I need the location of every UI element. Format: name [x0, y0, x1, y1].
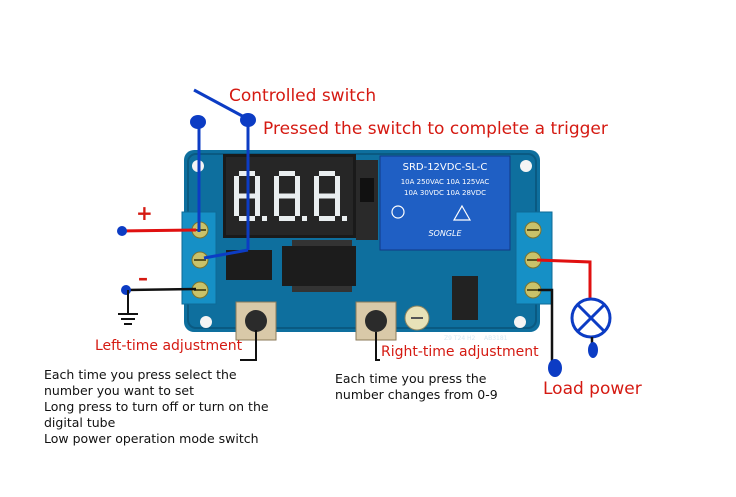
switch-contact-icon — [190, 115, 206, 129]
right-terminal-block — [515, 211, 553, 305]
left-button — [235, 301, 277, 341]
relay: SRD-12VDC-SL-C 10A 250VAC 10A 125VAC 10A… — [379, 155, 511, 251]
display-segment — [314, 196, 319, 216]
minus-sign: – — [138, 266, 148, 290]
jumper — [360, 178, 374, 202]
controlled-switch-label: Controlled switch — [229, 86, 377, 106]
note-line: Low power operation mode switch — [44, 431, 259, 446]
note-line: Each time you press select the number yo… — [44, 367, 237, 398]
seven-segment-display: 8.8.8. — [223, 154, 356, 238]
display-segment — [314, 176, 319, 196]
display-segment — [319, 193, 335, 199]
display-segment — [335, 176, 340, 196]
board-code-text: AB3181 — [484, 335, 508, 342]
display-segment — [274, 176, 279, 196]
display-segment — [279, 216, 295, 221]
mount-hole-icon — [520, 160, 532, 172]
left-button-notes: Each time you press select the number yo… — [44, 367, 269, 447]
display-segment — [335, 196, 340, 216]
mount-hole-icon — [200, 316, 212, 328]
relay-model-text: SRD-12VDC-SL-C — [403, 162, 488, 173]
right-button — [355, 301, 397, 341]
display-segment — [274, 196, 279, 216]
display-segment — [279, 193, 295, 199]
relay-rating-text: 10A 30VDC 10A 28VDC — [404, 189, 486, 197]
display-segment — [255, 176, 260, 196]
display-digits-text: 8.8.8. — [290, 231, 294, 233]
power-input-wiring — [117, 226, 197, 325]
relay-rating-text: 10A 250VAC 10A 125VAC — [401, 178, 490, 186]
display-segment — [255, 196, 260, 216]
display-decimal-point — [262, 216, 267, 221]
trigger-note-label: Pressed the switch to complete a trigger — [263, 119, 608, 139]
display-segment — [295, 196, 300, 216]
load-power-label: Load power — [543, 379, 642, 399]
left-pointer-line — [240, 330, 257, 361]
display-segment — [319, 216, 335, 221]
display-segment — [319, 171, 335, 176]
ic-chip — [226, 250, 272, 280]
display-decimal-point — [302, 216, 307, 221]
display-segment — [234, 176, 239, 196]
board-code-text: Z9 T24 H2 — [444, 335, 476, 342]
right-time-adjustment-label: Right-time adjustment — [381, 344, 539, 360]
ic-chip — [282, 246, 356, 286]
left-time-adjustment-label: Left-time adjustment — [95, 338, 243, 354]
right-button-note: Each time you press the number changes f… — [335, 371, 498, 402]
display-segment — [234, 196, 239, 216]
relay-brand-text: SONGLE — [428, 229, 462, 238]
note-line: Long press to turn off or turn on the di… — [44, 399, 269, 430]
display-segment — [279, 171, 295, 176]
controlled-switch-wiring — [190, 88, 256, 260]
plus-sign: + — [136, 201, 153, 225]
display-decimal-point — [342, 216, 347, 221]
mount-hole-icon — [514, 316, 526, 328]
regulator — [452, 276, 478, 320]
load-circuit — [536, 258, 612, 377]
switch-contact-icon — [240, 113, 256, 127]
display-digits — [234, 171, 347, 221]
right-pointer-line — [375, 332, 380, 361]
warning-triangle-icon — [452, 204, 472, 221]
display-segment — [295, 176, 300, 196]
certification-mark-icon — [391, 205, 405, 219]
